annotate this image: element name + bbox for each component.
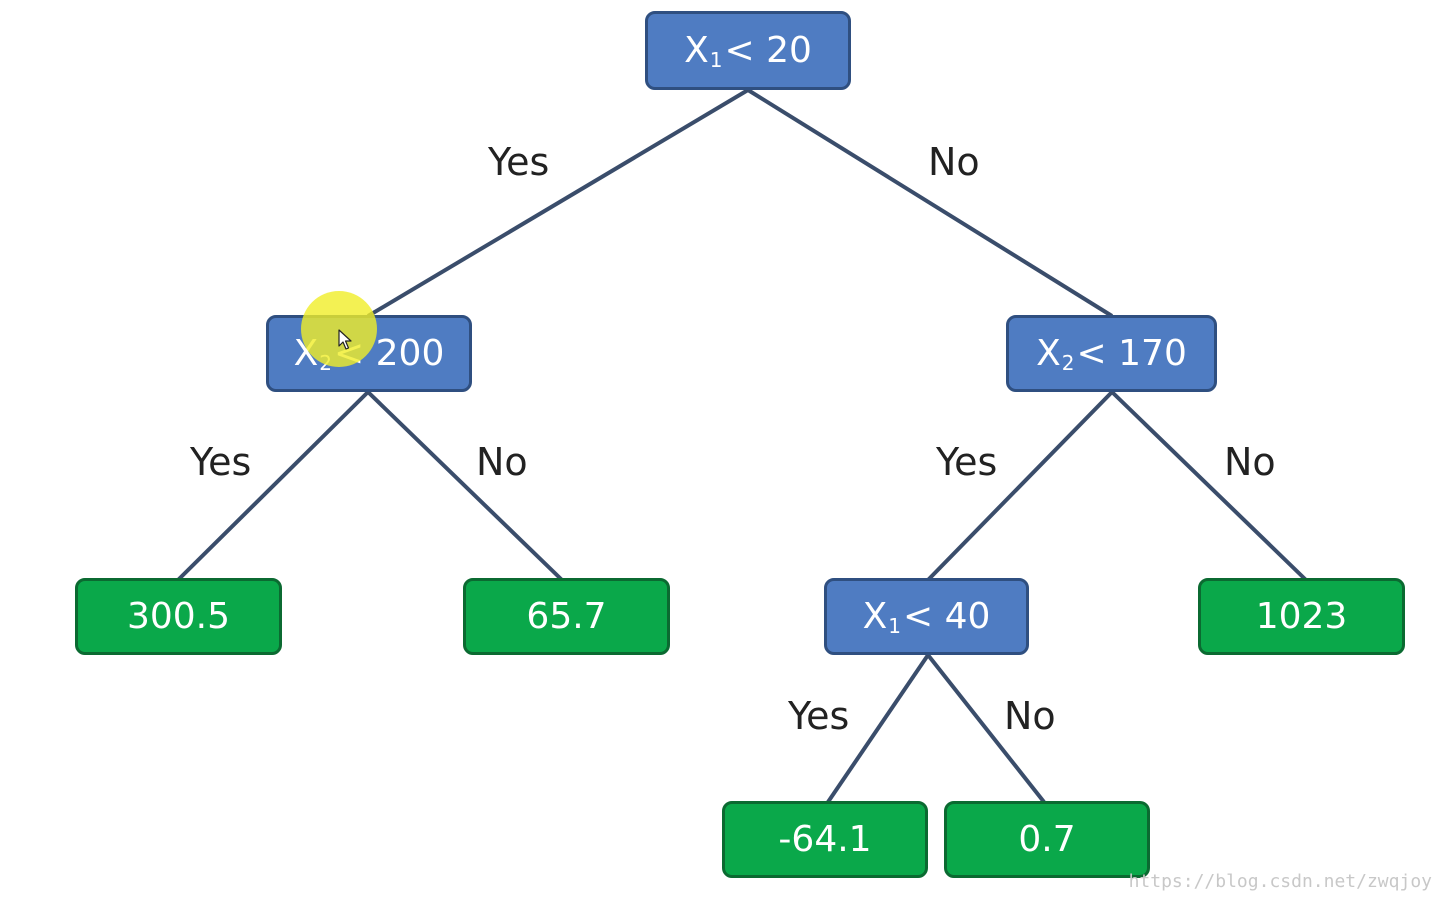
- node-op: < 170: [1076, 333, 1187, 374]
- watermark-url: https://blog.csdn.net/zwqjoy: [1128, 871, 1432, 892]
- node-subscript: 2: [1061, 350, 1075, 375]
- node-subscript: 2: [319, 350, 333, 375]
- leaf-neg-64-1: -64.1: [722, 801, 928, 878]
- edge-label-x1-40-yes: Yes: [788, 694, 850, 738]
- node-subscript: 1: [709, 47, 723, 72]
- node-var: X: [862, 596, 888, 637]
- edge-x2-170-no: [1110, 390, 1308, 582]
- edge-label-x2-200-yes: Yes: [190, 440, 252, 484]
- node-var: X: [684, 30, 709, 71]
- edge-label-x1-40-no: No: [1004, 694, 1056, 738]
- node-op: < 40: [902, 596, 991, 637]
- leaf-0-7: 0.7: [944, 801, 1150, 878]
- node-var: X: [1036, 333, 1061, 374]
- node-subscript: 1: [888, 613, 901, 638]
- leaf-1023: 1023: [1198, 578, 1405, 655]
- edge-root-no: [746, 88, 1114, 318]
- edge-label-x2-200-no: No: [476, 440, 528, 484]
- leaf-300-5: 300.5: [75, 578, 282, 655]
- edge-label-x2-170-yes: Yes: [936, 440, 998, 484]
- node-op: < 20: [724, 30, 812, 71]
- mouse-pointer-icon: [338, 329, 352, 350]
- edge-label-x2-170-no: No: [1224, 440, 1276, 484]
- node-var: X: [293, 333, 319, 374]
- edge-x2-200-yes: [176, 390, 370, 582]
- edge-label-root-yes: Yes: [488, 140, 550, 184]
- edge-x2-200-no: [366, 390, 564, 582]
- leaf-65-7: 65.7: [463, 578, 670, 655]
- edge-x1-40-yes: [826, 653, 930, 804]
- edge-x2-170-yes: [926, 390, 1114, 582]
- edge-label-root-no: No: [928, 140, 980, 184]
- edge-root-yes: [366, 88, 750, 318]
- edge-x1-40-no: [926, 653, 1046, 804]
